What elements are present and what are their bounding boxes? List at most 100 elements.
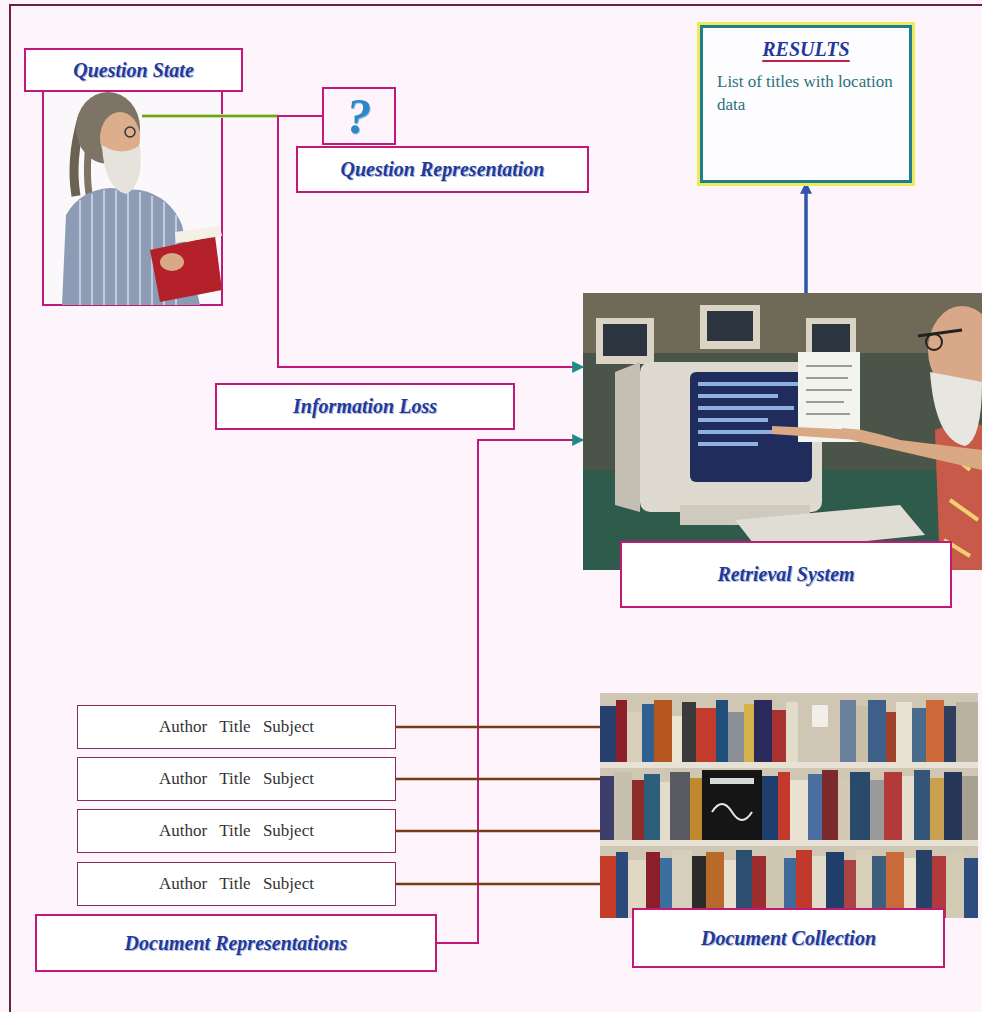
reader-photo: [160, 253, 184, 271]
terminal-photo: [698, 418, 768, 422]
terminal-photo: [772, 426, 860, 440]
label-box: Document Collection: [632, 908, 945, 968]
reader-photo: [43, 70, 222, 305]
bookshelf-photo: [962, 776, 978, 840]
bookshelf-photo: [670, 772, 690, 840]
box-label: Information Loss: [293, 395, 437, 418]
bookshelf-photo: [654, 700, 672, 762]
bookshelf-photo: [600, 762, 978, 768]
bookshelf-photo: [672, 716, 682, 762]
bookshelf-photo: [616, 700, 627, 762]
bookshelf-photo: [870, 780, 884, 840]
connector: [396, 830, 600, 833]
bookshelf-photo: [838, 778, 850, 840]
terminal-photo: [583, 293, 982, 570]
leader-line: [142, 114, 278, 118]
field-names: Author Title Subject: [159, 874, 314, 894]
bookshelf-photo: [772, 710, 786, 762]
terminal-photo: [842, 428, 982, 470]
box-label: Retrieval System: [717, 563, 854, 586]
terminal-photo: [707, 311, 753, 341]
photo-panel: Document Collection: [600, 693, 978, 918]
bookshelf-photo: [660, 782, 670, 840]
bookshelf-photo: [912, 708, 926, 762]
question-box: ?: [322, 87, 396, 145]
bookshelf-photo: [600, 776, 614, 840]
terminal-photo: [596, 318, 654, 364]
reader-photo: [150, 236, 222, 302]
bookshelf-photo: [868, 700, 886, 762]
terminal-photo: [583, 293, 982, 570]
connector: [396, 778, 600, 781]
field-names: Author Title Subject: [159, 769, 314, 789]
bookshelf-photo: [896, 702, 912, 762]
record-box: Author Title Subject: [77, 809, 396, 853]
label-box: Information Loss: [215, 383, 515, 430]
bookshelf-photo: [790, 780, 808, 840]
terminal-photo: [700, 305, 760, 349]
box-label: Question Representation: [341, 158, 545, 181]
results-text: List of titles with location data: [717, 71, 895, 117]
terminal-photo: [930, 372, 982, 446]
box-label: Document Representations: [125, 932, 348, 955]
bookshelf-photo: [600, 840, 978, 846]
bookshelf-photo: [956, 702, 978, 762]
leader-line: [142, 116, 278, 117]
bookshelf-photo: [712, 804, 752, 820]
bookshelf-photo: [632, 780, 644, 840]
page-border: [10, 5, 982, 1012]
reader-photo: [102, 145, 141, 194]
bookshelf-photo: [728, 712, 744, 762]
bookshelf-photo: [644, 774, 660, 840]
record-box: Author Title Subject: [77, 862, 396, 906]
bookshelf-photo: [946, 852, 964, 918]
connector: [804, 183, 808, 293]
terminal-photo: [698, 406, 794, 410]
leader-line: [142, 115, 278, 117]
box-label: Document Collection: [701, 927, 876, 950]
bookshelf-photo: [886, 712, 896, 762]
bookshelf-photo: [710, 778, 754, 784]
bookshelf-photo: [614, 772, 632, 840]
bookshelf-photo: [944, 772, 962, 840]
bookshelf-photo: [786, 702, 798, 762]
terminal-photo: [806, 366, 852, 414]
terminal-photo: [640, 362, 822, 512]
bookshelf-photo: [682, 702, 696, 762]
label-box: Question Representation: [296, 146, 589, 193]
question-mark: ?: [347, 91, 372, 141]
box-label: Question State: [73, 59, 194, 82]
terminal-photo: [812, 324, 850, 354]
label-box: Document Representations: [35, 914, 437, 972]
terminal-photo: [603, 324, 647, 356]
field-names: Author Title Subject: [159, 717, 314, 737]
terminal-photo: [698, 394, 778, 398]
bookshelf-photo: [964, 858, 978, 918]
field-names: Author Title Subject: [159, 821, 314, 841]
bookshelf-photo: [600, 693, 978, 918]
bookshelf-photo: [690, 778, 702, 840]
bookshelf-photo: [902, 776, 914, 840]
bookshelf-photo: [600, 856, 616, 918]
bookshelf-photo: [926, 700, 944, 762]
connector: [396, 883, 600, 886]
bookshelf-photo: [850, 772, 870, 840]
bookshelf-photo: [840, 700, 856, 762]
bookshelf-photo: [914, 770, 930, 840]
bookshelf-photo: [808, 774, 822, 840]
terminal-photo: [615, 362, 640, 512]
label-box: Question State: [24, 48, 243, 92]
bookshelf-photo: [762, 776, 778, 840]
photo-panel: Retrieval System: [583, 293, 982, 570]
record-box: Author Title Subject: [77, 757, 396, 801]
bookshelf-photo: [856, 706, 868, 762]
terminal-photo: [926, 334, 942, 350]
bookshelf-photo: [702, 770, 762, 840]
bookshelf-photo: [754, 700, 772, 762]
bookshelf-photo: [930, 778, 944, 840]
reader-photo: [43, 70, 222, 305]
terminal-photo: [698, 442, 758, 446]
reader-photo: [125, 127, 135, 137]
bookshelf-photo: [778, 772, 790, 840]
